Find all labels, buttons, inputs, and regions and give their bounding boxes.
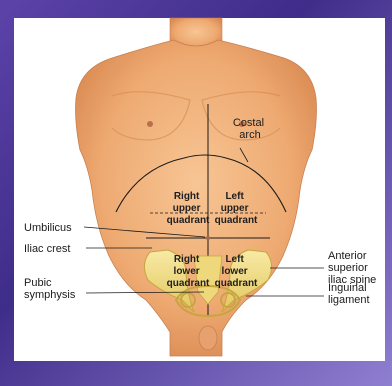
label-pubic-symphysis: Pubic symphysis xyxy=(24,277,76,301)
label-iliac-crest: Iliac crest xyxy=(24,243,70,255)
label-umbilicus: Umbilicus xyxy=(24,222,72,234)
nipple-right xyxy=(147,121,153,127)
label-anterior-superior-iliac-spine: Anterior superior iliac spine xyxy=(328,250,376,286)
label-inguinal-ligament: Inguinal ligament xyxy=(328,282,370,306)
genital-area xyxy=(199,326,217,350)
umbilicus-marker xyxy=(206,236,210,240)
